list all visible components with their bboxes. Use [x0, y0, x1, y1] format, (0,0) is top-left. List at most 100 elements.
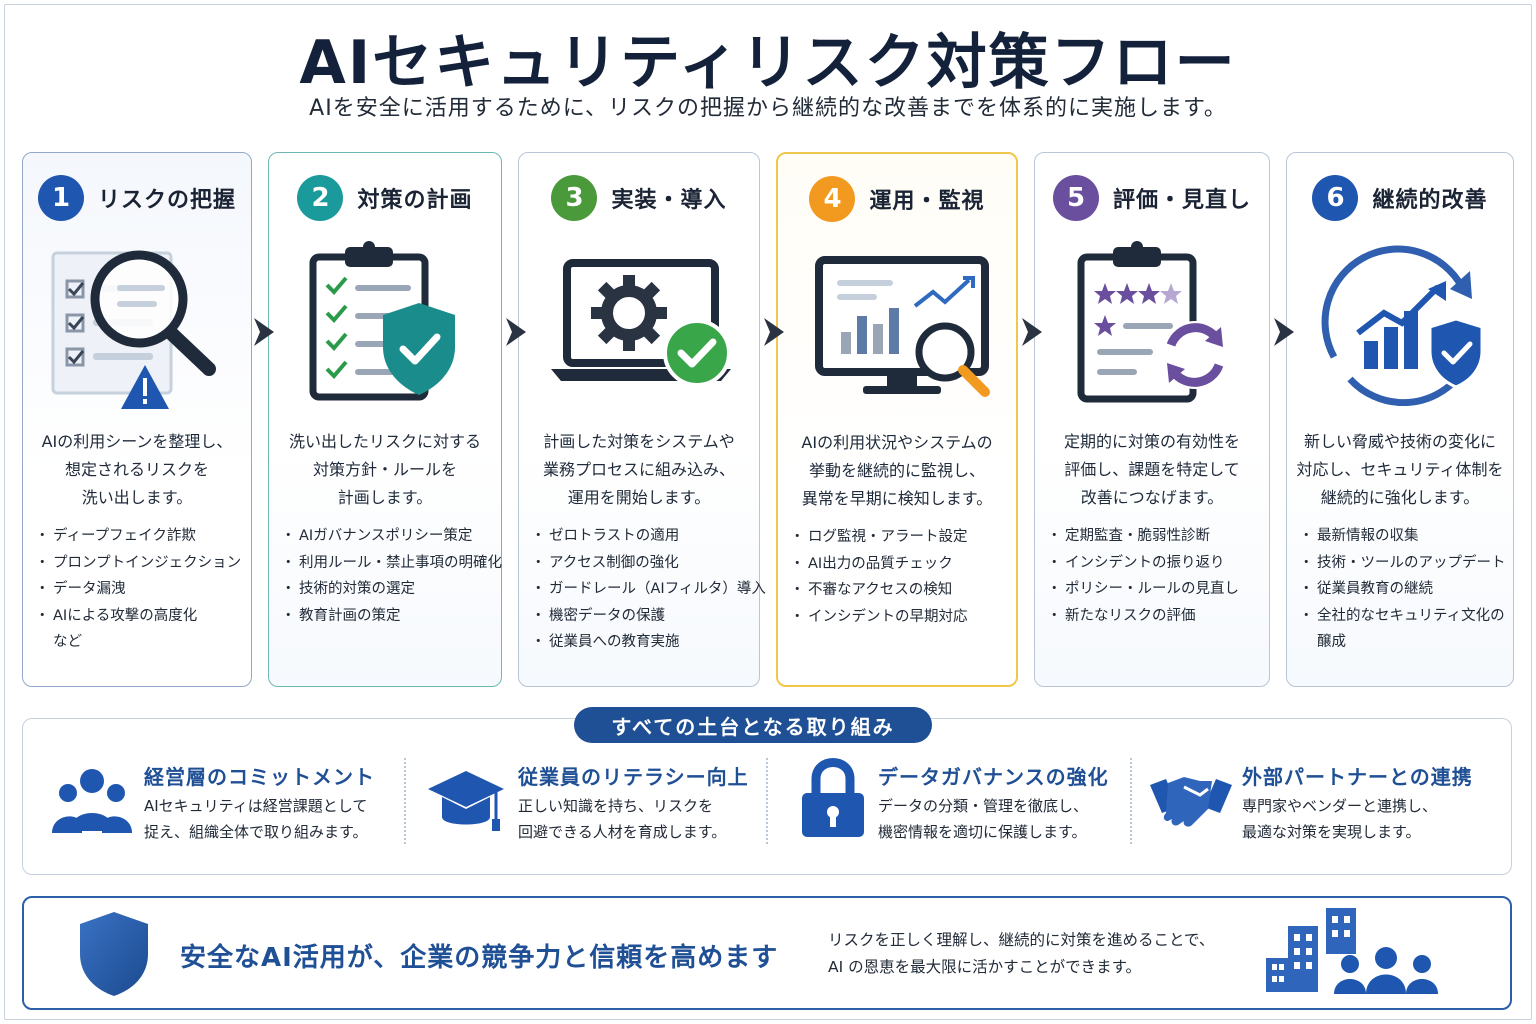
buildings-people-icon	[1266, 908, 1438, 994]
page-subtitle: AIを安全に活用するために、リスクの把握から継続的な改善までを体系的に実施します…	[309, 96, 1227, 121]
handshake-icon	[1150, 777, 1232, 827]
list-item: インシデントの早期対応	[790, 604, 1008, 631]
foundation-item-literacy: 従業員のリテラシー向上 正しい知識を持ち、リスクを 回避できる人材を育成します。	[426, 755, 766, 855]
step-bullet-list: 最新情報の収集 技術・ツールのアップデート 従業員教育の継続 全社的なセキュリテ…	[1299, 523, 1506, 656]
step-card-5: 5 評価・見直し 定期的に対策の有効性を 評価し、課題を特定して	[1034, 152, 1270, 687]
step-number-badge: 4	[809, 176, 856, 222]
list-item: ポリシー・ルールの見直し	[1047, 576, 1261, 603]
clipboard-stars-refresh-icon	[1035, 241, 1269, 481]
divider	[766, 758, 768, 844]
graduation-cap-icon	[428, 771, 504, 831]
page-frame	[4, 4, 1532, 1020]
step-bullet-list: ディープフェイク詐欺 プロンプトインジェクション データ漏洩 AIによる攻撃の高…	[35, 523, 243, 656]
flow-arrow-icon	[764, 318, 784, 346]
list-item-tail: 醸成	[1317, 634, 1346, 650]
step-bullet-list: ログ監視・アラート設定 AI出力の品質チェック 不審なアクセスの検知 インシデン…	[790, 524, 1008, 631]
conclusion-detail: リスクを正しく理解し、継続的に対策を進めることで、 AI の恩恵を最大限に活かす…	[828, 931, 1215, 976]
step-header: 3 実装・導入	[519, 175, 759, 221]
list-item: AIガバナンスポリシー策定	[281, 523, 493, 550]
list-item: ガードレール（AIフィルタ）導入	[531, 576, 766, 603]
list-item: 技術的対策の選定	[281, 576, 493, 603]
step-description: AIの利用シーンを整理し、 想定されるリスクを 洗い出します。	[41, 432, 233, 507]
page-title: AIセキュリティリスク対策フロー	[299, 28, 1237, 98]
step-header: 5 評価・見直し	[1035, 175, 1269, 221]
step-header: 4 運用・監視	[778, 176, 1016, 222]
divider	[1130, 758, 1132, 844]
foundation-item-data-governance: データガバナンスの強化 データの分類・管理を徹底し、 機密情報を適切に保護します…	[798, 755, 1118, 855]
step-number-badge: 6	[1312, 175, 1359, 221]
list-item: ディープフェイク詐欺	[35, 523, 243, 550]
foundation-item-partners: 外部パートナーとの連携 専門家やベンダーと連携し、 最適な対策を実現します。	[1150, 755, 1490, 855]
step-number-badge: 5	[1052, 175, 1099, 221]
step-title: 運用・監視	[869, 189, 985, 214]
list-item: インシデントの振り返り	[1047, 550, 1261, 577]
growth-cycle-shield-icon	[1287, 241, 1513, 481]
padlock-icon	[802, 758, 864, 837]
step-number-badge: 2	[297, 175, 344, 221]
foundation-item-description: データの分類・管理を徹底し、 機密情報を適切に保護します。	[878, 797, 1089, 841]
step-card-3: 3 実装・導入 計画した対	[518, 152, 766, 687]
list-item-tail: など	[53, 634, 82, 650]
flow-arrow-icon	[506, 318, 526, 346]
laptop-gear-check-icon	[519, 241, 759, 481]
step-bullet-list: 定期監査・脆弱性診断 インシデントの振り返り ポリシー・ルールの見直し 新たなリ…	[1047, 523, 1261, 630]
step-description: 計画した対策をシステムや 業務プロセスに組み込み、 運用を開始します。	[542, 432, 735, 507]
conclusion-banner	[22, 896, 1512, 1010]
step-card-1: 1 リスクの把握 AIの利用シーンを整理し、 想定されるリスクを 洗い出します。	[22, 152, 252, 687]
step-title: 対策の計画	[357, 188, 473, 213]
list-item: 利用ルール・禁止事項の明確化	[281, 550, 502, 577]
foundation-item-description: 正しい知識を持ち、リスクを 回避できる人材を育成します。	[518, 797, 727, 841]
step-title: 評価・見直し	[1112, 188, 1251, 213]
step-bullet-list: ゼロトラストの適用 アクセス制御の強化 ガードレール（AIフィルタ）導入 機密デ…	[531, 523, 766, 656]
list-item: 技術・ツールのアップデート	[1299, 550, 1506, 577]
divider	[404, 758, 406, 844]
people-group-icon	[52, 769, 132, 833]
flow-arrow-icon	[254, 318, 274, 346]
foundation-label: すべての土台となる取り組み	[574, 707, 932, 743]
step-title: 実装・導入	[611, 188, 727, 213]
foundation-item-title: 従業員のリテラシー向上	[518, 765, 749, 789]
list-item: AI出力の品質チェック	[790, 551, 1008, 578]
flow-arrow-icon	[1274, 318, 1294, 346]
step-card-6: 6 継続的改善 新しい脅威や技術の変化に 対応し、セキュリティ体制を 継続的に強…	[1286, 152, 1514, 687]
step-card-2: 2 対策の計画 洗い出したリスクに対する 対策方針・ルールを 計画します。 AI…	[268, 152, 502, 687]
foundation-item-description: AIセキュリティは経営課題として 捉え、組織全体で取り組みます。	[144, 797, 368, 841]
monitor-dashboard-magnifier-icon	[778, 242, 1016, 482]
list-item: 新たなリスクの評価	[1047, 603, 1261, 630]
list-item: 不審なアクセスの検知	[790, 577, 1008, 604]
list-item: 機密データの保護	[531, 603, 751, 630]
step-bullet-list: AIガバナンスポリシー策定 利用ルール・禁止事項の明確化 技術的対策の選定 教育…	[281, 523, 502, 630]
step-card-4: 4 運用・監視 AIの利用状況やシステムの 挙動を継続的に監視し、 異常を早期に…	[776, 152, 1018, 687]
clipboard-shield-icon	[269, 241, 501, 481]
list-item: 全社的なセキュリティ文化の	[1299, 603, 1505, 630]
step-header: 6 継続的改善	[1287, 175, 1513, 221]
step-description: 洗い出したリスクに対する 対策方針・ルールを 計画します。	[288, 432, 481, 507]
step-title: リスクの把握	[97, 188, 236, 213]
step-description: 定期的に対策の有効性を 評価し、課題を特定して 改善につなげます。	[1063, 432, 1240, 507]
list-item: ログ監視・アラート設定	[790, 524, 1008, 551]
list-item: AIによる攻撃の高度化	[35, 603, 243, 630]
list-item: 従業員教育の継続	[1299, 576, 1505, 603]
step-number-badge: 3	[551, 175, 598, 221]
conclusion-message: 安全なAI活用が、企業の競争力と信頼を高めます	[180, 943, 779, 973]
foundation-item-title: データガバナンスの強化	[878, 765, 1109, 789]
foundation-item-description: 専門家やベンダーと連携し、 最適な対策を実現します。	[1242, 797, 1438, 841]
list-item: 定期監査・脆弱性診断	[1047, 523, 1261, 550]
step-title: 継続的改善	[1372, 188, 1488, 213]
step-number-badge: 1	[37, 175, 84, 221]
step-description: 新しい脅威や技術の変化に 対応し、セキュリティ体制を 継続的に強化します。	[1296, 432, 1504, 507]
list-item: プロンプトインジェクション	[35, 550, 243, 577]
list-item: データ漏洩	[35, 576, 243, 603]
magnifier-checklist-warning-icon	[23, 241, 251, 481]
foundation-item-leadership: 経営層のコミットメント AIセキュリティは経営課題として 捉え、組織全体で取り組…	[52, 755, 402, 855]
list-item: 従業員への教育実施	[531, 629, 751, 656]
step-description: AIの利用状況やシステムの 挙動を継続的に監視し、 異常を早期に検知します。	[801, 433, 993, 508]
list-item: 教育計画の策定	[281, 603, 493, 630]
list-item: ゼロトラストの適用	[531, 523, 751, 550]
list-item: 最新情報の収集	[1299, 523, 1505, 550]
flow-arrow-icon	[1022, 318, 1042, 346]
step-header: 2 対策の計画	[269, 175, 501, 221]
step-header: 1 リスクの把握	[23, 175, 251, 221]
shield-icon	[80, 912, 148, 996]
list-item: アクセス制御の強化	[531, 550, 751, 577]
